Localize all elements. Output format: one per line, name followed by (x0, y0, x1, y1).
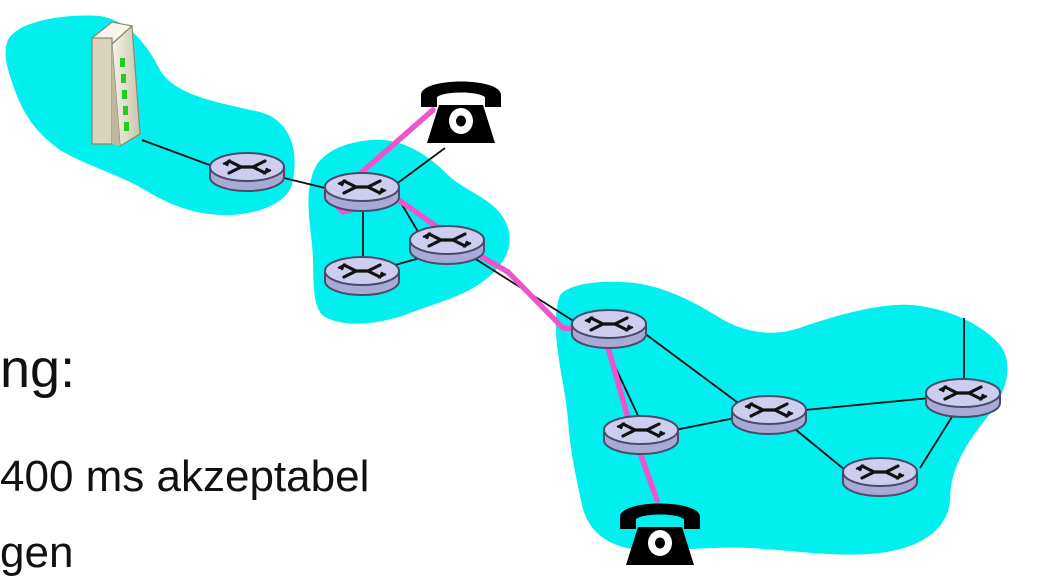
bullet-text: gen (0, 528, 74, 577)
router-icon (408, 224, 486, 266)
router-icon (323, 255, 401, 297)
router-icon (730, 394, 808, 436)
bullet-text: 400 ms akzeptabel (0, 452, 370, 501)
router-icon (208, 151, 286, 193)
router-icon (570, 308, 648, 350)
network-cloud-middle (308, 139, 510, 324)
router-icon (602, 414, 680, 456)
router-icon (841, 456, 919, 498)
router-icon (924, 377, 1002, 419)
modem-icon (90, 21, 141, 148)
heading-text: ng: (0, 339, 76, 399)
router-icon (323, 171, 401, 213)
